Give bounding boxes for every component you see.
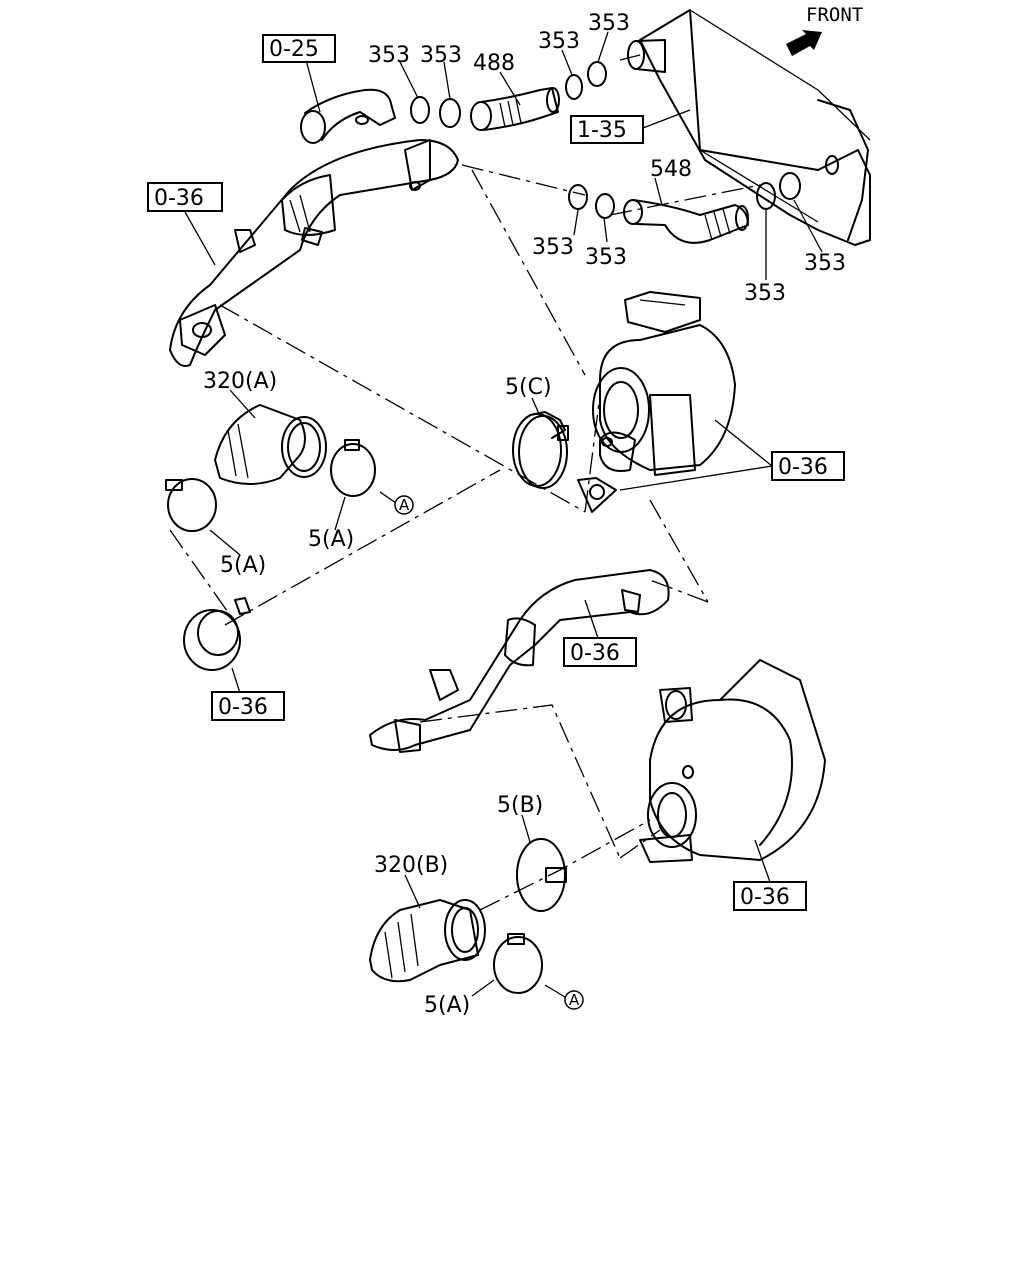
- svg-text:A: A: [569, 991, 580, 1009]
- intercooler: [627, 9, 871, 246]
- label-5C: 5(C): [505, 375, 552, 400]
- svg-text:0-36: 0-36: [218, 695, 268, 720]
- label-353-b: 353: [420, 43, 462, 68]
- ref-box-0-25[interactable]: 0-25: [262, 34, 336, 63]
- hose-548: [623, 199, 749, 244]
- front-label: FRONT: [806, 4, 863, 26]
- svg-text:0-36: 0-36: [154, 186, 204, 211]
- label-488: 488: [473, 51, 515, 76]
- upper-turbocharger: [592, 291, 736, 476]
- svg-text:0-36: 0-36: [570, 641, 620, 666]
- lower-pipe-0-36: [369, 569, 670, 753]
- svg-text:0-36: 0-36: [778, 455, 828, 480]
- svg-text:1-35: 1-35: [577, 118, 627, 143]
- hose-488: [470, 87, 560, 131]
- upper-pipe-0-36: [169, 139, 459, 367]
- clamp-5A-left: [165, 478, 217, 532]
- ref-box-0-36-flange[interactable]: 0-36: [211, 691, 285, 721]
- label-320A: 320(A): [203, 369, 277, 394]
- svg-text:A: A: [399, 496, 410, 514]
- label-353-c: 353: [538, 29, 580, 54]
- flange-fitting: [183, 597, 251, 671]
- label-353-h: 353: [804, 251, 846, 276]
- clamp-5A-bottom: [493, 933, 543, 994]
- label-5A-bottom: 5(A): [424, 993, 470, 1018]
- label-353-g: 353: [744, 281, 786, 306]
- ref-box-0-36-lower-pipe[interactable]: 0-36: [563, 637, 637, 667]
- gasket: [577, 477, 617, 513]
- ref-box-0-36-turbo-upper[interactable]: 0-36: [771, 451, 845, 481]
- label-353-f: 353: [585, 245, 627, 270]
- leader-lines: [184, 31, 823, 998]
- svg-text:0-36: 0-36: [740, 885, 790, 910]
- ref-box-0-36-upper-left[interactable]: 0-36: [147, 182, 223, 212]
- clamp-5A-right: [330, 439, 376, 497]
- hose-320A: [214, 404, 327, 485]
- clamp-5B: [516, 838, 567, 912]
- clamps-353-mid: [568, 172, 801, 219]
- label-5A-left: 5(A): [220, 553, 266, 578]
- ref-box-0-36-turbo-lower[interactable]: 0-36: [733, 881, 807, 911]
- label-353-d: 353: [588, 11, 630, 36]
- clamp-5C: [512, 411, 569, 489]
- svg-text:0-25: 0-25: [269, 37, 319, 62]
- label-320B: 320(B): [374, 853, 448, 878]
- lower-turbocharger: [639, 659, 826, 863]
- connection-lines: [169, 54, 761, 911]
- label-5A-right: 5(A): [308, 527, 354, 552]
- upper-pipe-0-25: [300, 88, 396, 144]
- circle-a-marker-2: A: [564, 990, 584, 1010]
- circle-a-marker-1: A: [394, 495, 414, 515]
- front-arrow-icon: [786, 30, 822, 56]
- label-5B: 5(B): [497, 793, 543, 818]
- label-548: 548: [650, 157, 692, 182]
- hose-320B: [369, 899, 486, 983]
- label-353-a: 353: [368, 43, 410, 68]
- ref-box-1-35[interactable]: 1-35: [570, 115, 644, 144]
- label-353-e: 353: [532, 235, 574, 260]
